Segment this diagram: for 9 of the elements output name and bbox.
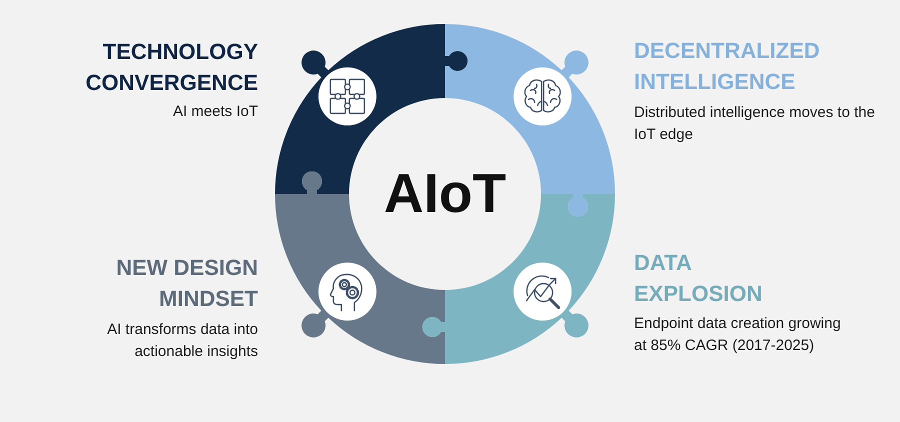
- description: Endpoint data creation growing at 85% CAGR (2017-2025): [634, 314, 842, 356]
- description: AI transforms data into actionable insights: [106, 320, 258, 362]
- description: AI meets IoT: [172, 102, 258, 122]
- description: Distributed intelligence moves to the IoT edge: [634, 103, 876, 145]
- center-label: AIoT: [382, 163, 508, 223]
- heading: NEW DESIGN MINDSET: [115, 254, 258, 313]
- heading: DECENTRALIZED INTELLIGENCE: [634, 37, 821, 96]
- heading: DATA EXPLOSION: [634, 249, 764, 308]
- heading: TECHNOLOGY CONVERGENCE: [84, 38, 258, 97]
